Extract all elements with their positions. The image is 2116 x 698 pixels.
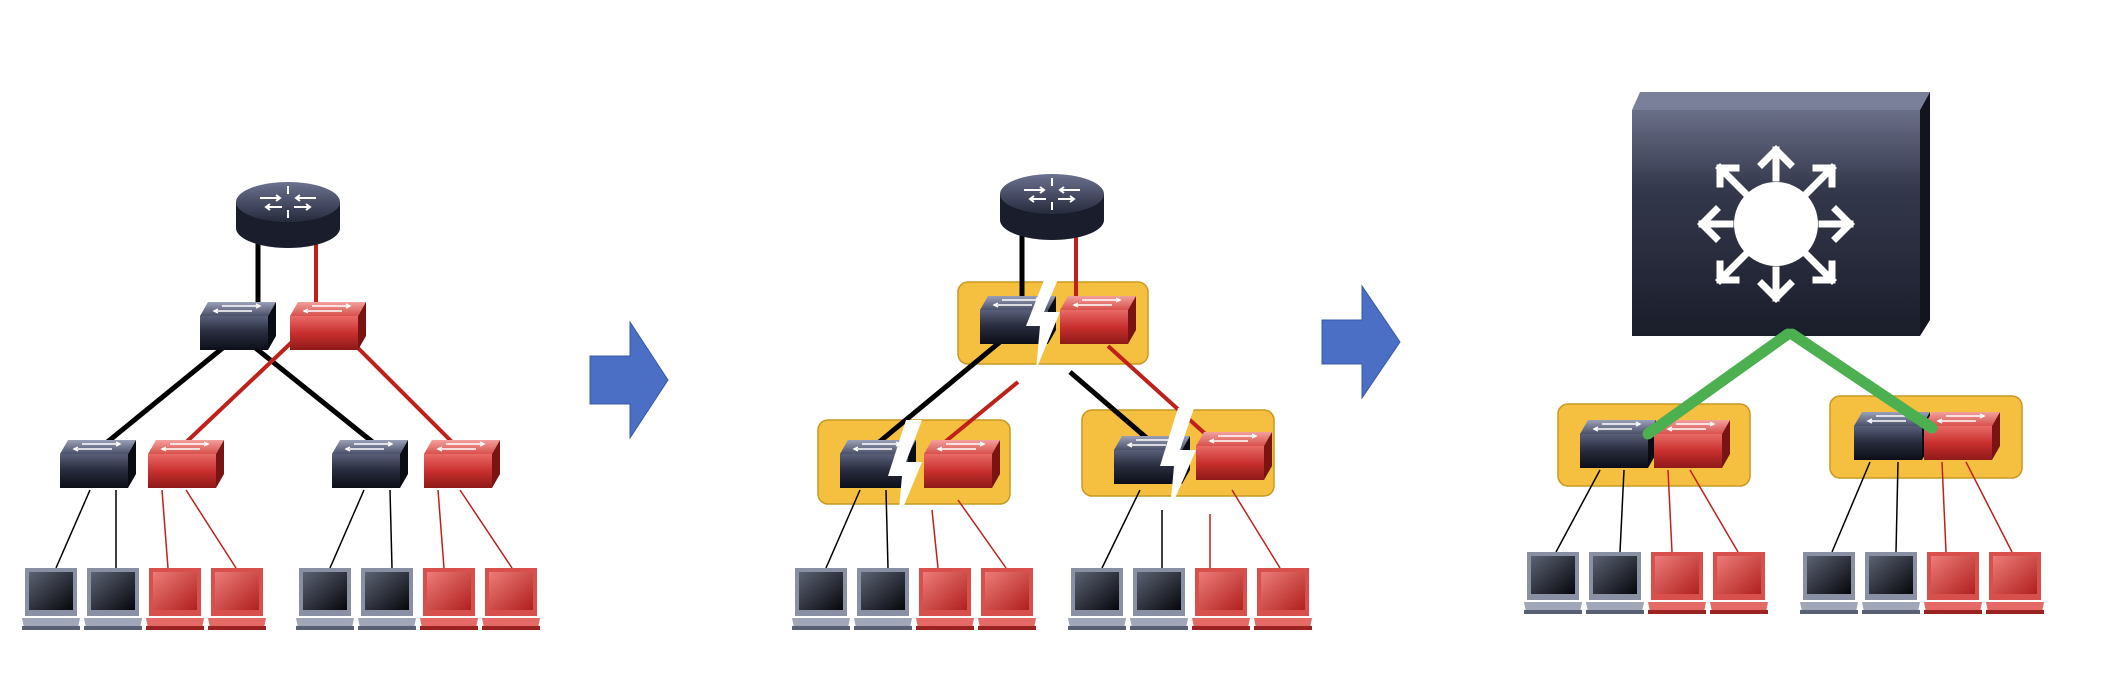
laptop-icon bbox=[84, 568, 142, 630]
switch-icon bbox=[1923, 411, 2001, 461]
switch-icon bbox=[147, 439, 225, 489]
switch-icon bbox=[1059, 295, 1137, 345]
laptop-icon bbox=[146, 568, 204, 630]
router-icon bbox=[235, 181, 341, 249]
panel-1-redundant-topology bbox=[22, 181, 540, 630]
switch-icon bbox=[423, 439, 501, 489]
switch-icon bbox=[1195, 431, 1273, 481]
panel-2-stacked-topology bbox=[792, 173, 1312, 630]
laptop-icon bbox=[22, 568, 80, 630]
core-switch-icon bbox=[1632, 92, 1930, 336]
arrow-icon bbox=[589, 320, 669, 440]
link-core-to-access2 bbox=[1786, 328, 1938, 434]
break-mark bbox=[1160, 408, 1196, 510]
laptop-icon bbox=[420, 568, 478, 630]
link-dist-dark-to-access1 bbox=[98, 340, 232, 450]
laptop-icon bbox=[1924, 552, 1982, 614]
laptop-icon bbox=[1986, 552, 2044, 614]
break-mark bbox=[1026, 270, 1062, 370]
switch-icon bbox=[59, 439, 137, 489]
laptop-icon bbox=[916, 568, 974, 630]
laptop-icon bbox=[1130, 568, 1188, 630]
switch-icon bbox=[923, 439, 1001, 489]
switch-icon bbox=[199, 301, 277, 351]
laptop-icon bbox=[1192, 568, 1250, 630]
laptop-icon bbox=[1254, 568, 1312, 630]
break-mark bbox=[888, 420, 922, 520]
laptop-icon bbox=[1710, 552, 1768, 614]
laptop-icon bbox=[1586, 552, 1644, 614]
laptop-icon bbox=[1648, 552, 1706, 614]
link-dist-red-to-access1 bbox=[178, 340, 294, 450]
laptop-icon bbox=[482, 568, 540, 630]
link-core-to-access1 bbox=[1642, 328, 1794, 440]
laptop-icon bbox=[1800, 552, 1858, 614]
laptop-icon bbox=[358, 568, 416, 630]
laptop-icon bbox=[208, 568, 266, 630]
switch-icon bbox=[289, 301, 367, 351]
laptop-icon bbox=[296, 568, 354, 630]
arrow-icon bbox=[1321, 284, 1401, 400]
panel-3-virtualized-topology bbox=[1524, 92, 2044, 614]
laptop-icon bbox=[1068, 568, 1126, 630]
link-dist-dark-to-access2 bbox=[246, 340, 382, 450]
switch-icon bbox=[1579, 419, 1657, 469]
switch-icon bbox=[331, 439, 409, 489]
laptop-icon bbox=[1862, 552, 1920, 614]
router-icon bbox=[999, 173, 1105, 241]
laptop-icon bbox=[1524, 552, 1582, 614]
link-dist-red-to-access2 bbox=[350, 340, 460, 450]
laptop-icon bbox=[792, 568, 850, 630]
laptop-icon bbox=[854, 568, 912, 630]
laptop-icon bbox=[978, 568, 1036, 630]
